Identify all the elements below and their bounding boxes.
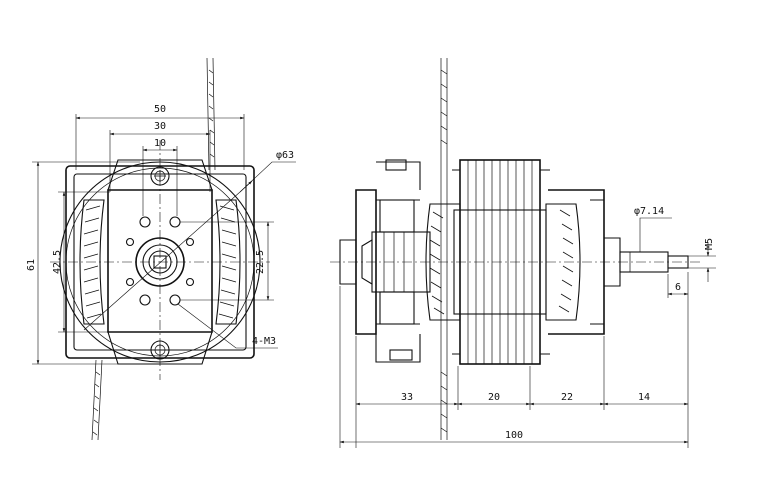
dim-22-5: 22.5 (255, 250, 266, 274)
side-coil-left (425, 203, 461, 321)
side-coil-right (545, 203, 581, 321)
callout-diameter-63: φ63 (276, 150, 294, 161)
dim-10: 10 (154, 138, 166, 149)
side-lead-wire (440, 58, 448, 440)
dim-20: 20 (488, 392, 500, 403)
callout-diameter-7-14: φ7.14 (634, 206, 664, 217)
front-view: 50 30 10 61 42.5 22.5 φ63 4-M3 (26, 57, 296, 441)
dim-30: 30 (154, 121, 166, 132)
dim-50: 50 (154, 104, 166, 115)
dim-22: 22 (561, 392, 573, 403)
rear-bracket (339, 159, 421, 363)
dim-6: 6 (675, 282, 681, 293)
front-coils (79, 199, 241, 325)
dim-61: 61 (26, 259, 37, 271)
front-lead-wire (91, 57, 216, 441)
callout-4-m3: 4-M3 (252, 336, 276, 347)
dim-14: 14 (638, 392, 650, 403)
side-view: 33 20 22 14 100 6 φ7.14 M5 (330, 58, 716, 448)
mounting-holes (125, 216, 195, 306)
dim-33: 33 (401, 392, 413, 403)
callout-m5: M5 (704, 238, 715, 250)
dim-100: 100 (505, 430, 523, 441)
dim-42-5: 42.5 (52, 250, 63, 274)
